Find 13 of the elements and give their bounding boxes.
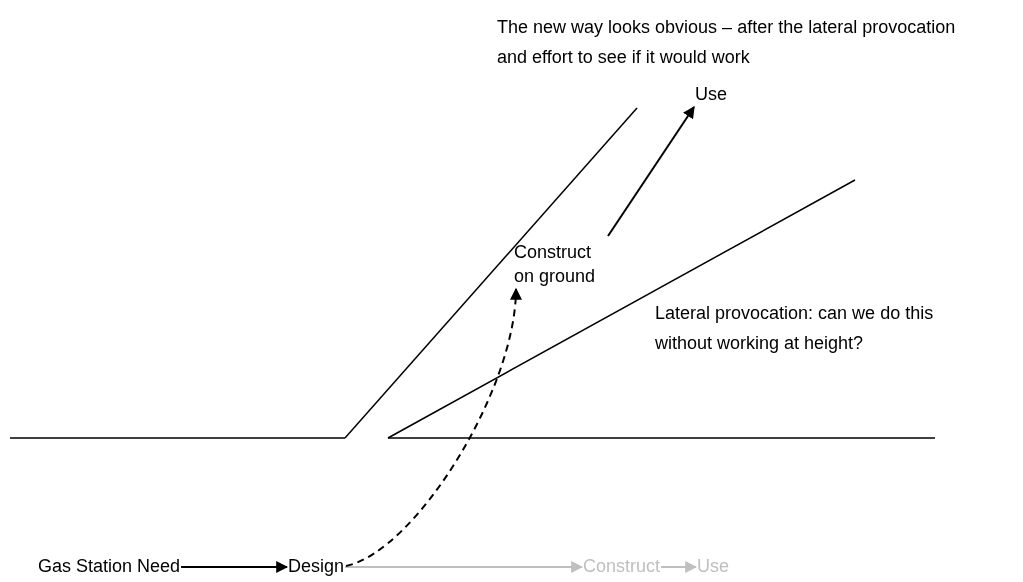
- note-text: The new way looks obvious – after the lateral provocation and effort to see if it would work: [497, 16, 957, 69]
- arrow: [345, 287, 522, 567]
- node-label: Construct: [583, 554, 661, 578]
- node-label: Construct on ground: [514, 240, 604, 288]
- note-text: Lateral provocation: can we do this without working at height?: [655, 302, 935, 355]
- node-label: Gas Station Need: [38, 554, 181, 578]
- node-label: Design: [288, 554, 345, 578]
- arrow: [660, 561, 698, 573]
- node-label: Use: [697, 554, 729, 578]
- arrow: [607, 106, 695, 237]
- arrow: [344, 561, 584, 573]
- node-label: Use: [695, 82, 727, 106]
- arrow: [180, 561, 289, 573]
